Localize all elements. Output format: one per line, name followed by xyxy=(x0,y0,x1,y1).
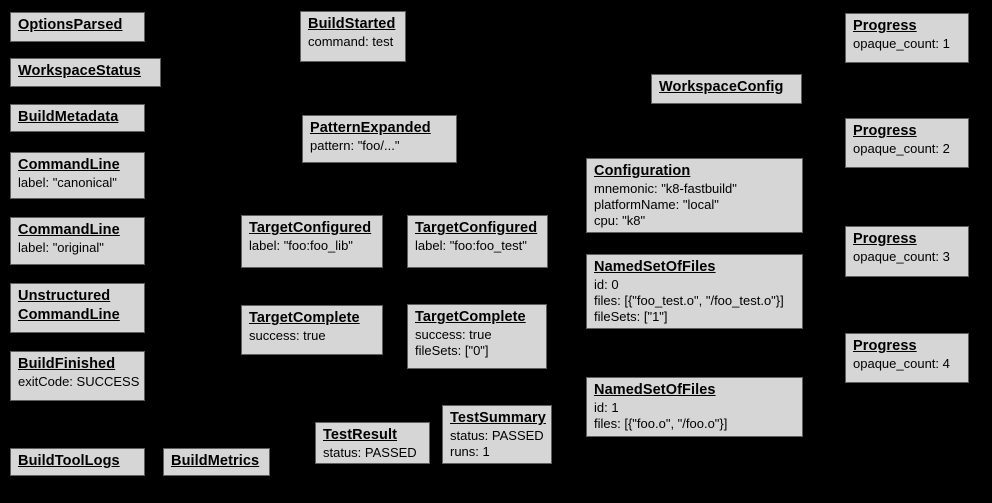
event-node-title: CommandLine xyxy=(18,222,120,238)
event-node-title: Unstructured CommandLine xyxy=(18,288,120,323)
event-node-title: WorkspaceConfig xyxy=(659,79,784,95)
event-node-field: opaque_count: 3 xyxy=(853,248,950,264)
event-node-field: runs: 1 xyxy=(450,443,490,459)
event-node-title: TargetConfigured xyxy=(415,220,538,236)
event-node-title: BuildMetadata xyxy=(18,109,119,125)
event-node-title: Progress xyxy=(853,123,917,139)
event-node-title: TargetConfigured xyxy=(249,220,372,236)
event-node-field: opaque_count: 4 xyxy=(853,355,950,371)
event-node-field: cpu: "k8" xyxy=(594,213,646,229)
event-node-title: CommandLine xyxy=(18,157,120,173)
event-node-field: exitCode: SUCCESS xyxy=(18,373,140,389)
event-node-field: fileSets: ["0"] xyxy=(415,342,489,358)
event-node-field: opaque_count: 1 xyxy=(853,35,950,51)
event-node-field: id: 0 xyxy=(594,276,619,292)
event-node-field: success: true xyxy=(415,326,492,342)
event-node-field: fileSets: ["1"] xyxy=(594,309,668,325)
event-node-title: TestSummary xyxy=(450,410,546,426)
event-node-field: platformName: "local" xyxy=(594,196,719,212)
event-node-field: status: PASSED xyxy=(323,444,417,460)
event-node-title: TargetComplete xyxy=(249,310,360,326)
event-node-unstructuredcommandline: Unstructured CommandLine xyxy=(10,283,145,333)
event-node-title: NamedSetOfFiles xyxy=(594,382,716,398)
event-node-field: success: true xyxy=(249,327,326,343)
event-node-title: TargetComplete xyxy=(415,309,526,325)
event-node-title: Progress xyxy=(853,18,917,34)
event-node-title: BuildMetrics xyxy=(171,453,260,469)
event-node-field: files: [{"foo_test.o", "/foo_test.o"}] xyxy=(594,292,784,308)
event-node-field: command: test xyxy=(308,33,394,49)
event-node-title: PatternExpanded xyxy=(310,120,431,136)
event-node-field: mnemonic: "k8-fastbuild" xyxy=(594,180,737,196)
event-node-field: label: "foo:foo_test" xyxy=(415,237,527,253)
event-node-title: BuildStarted xyxy=(308,16,396,32)
event-node-field: status: PASSED xyxy=(450,427,544,443)
event-node-title: OptionsParsed xyxy=(18,17,123,33)
event-node-buildmetadata: BuildMetadata xyxy=(10,104,145,132)
event-node-title: BuildFinished xyxy=(18,356,116,372)
event-node-title: WorkspaceStatus xyxy=(18,63,141,79)
event-node-field: opaque_count: 2 xyxy=(853,140,950,156)
event-node-optionsparsed: OptionsParsed xyxy=(10,12,145,42)
event-node-field: label: "canonical" xyxy=(18,174,117,190)
event-node-title: NamedSetOfFiles xyxy=(594,259,716,275)
event-node-buildmetrics: BuildMetrics xyxy=(163,448,270,476)
event-node-field: pattern: "foo/..." xyxy=(310,137,400,153)
event-node-field: label: "original" xyxy=(18,239,104,255)
event-node-field: id: 1 xyxy=(594,399,619,415)
event-node-field: label: "foo:foo_lib" xyxy=(249,237,353,253)
event-node-workspaceconfig: WorkspaceConfig xyxy=(651,74,802,104)
event-node-title: Progress xyxy=(853,231,917,247)
event-node-title: Progress xyxy=(853,338,917,354)
event-node-field: files: [{"foo.o", "/foo.o"}] xyxy=(594,415,728,431)
event-node-buildtoollogs: BuildToolLogs xyxy=(10,448,145,476)
event-node-title: TestResult xyxy=(323,427,398,443)
event-node-title: BuildToolLogs xyxy=(18,453,120,469)
event-node-title: Configuration xyxy=(594,163,691,179)
event-node-workspacestatus: WorkspaceStatus xyxy=(10,58,161,87)
